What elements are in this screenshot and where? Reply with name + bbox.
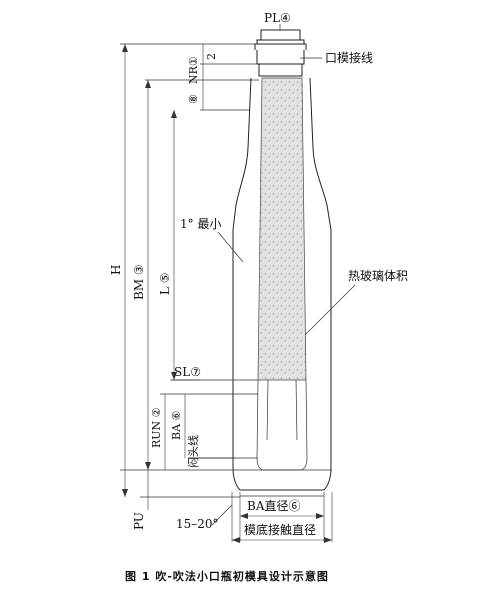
dim-8-label: ⑧: [187, 94, 200, 104]
hot-glass-label: 热玻璃体积: [348, 269, 408, 283]
head-line-label: 闷头线: [186, 435, 200, 468]
mold-seam-label: 口模接线: [325, 50, 373, 65]
angle-min-label: 1° 最小: [180, 217, 221, 231]
parison: [256, 77, 308, 471]
bottom-contact-label: 模底接触直径: [244, 522, 316, 537]
ba-left-label: BA ⑥: [170, 410, 183, 440]
figure-caption: 图 1 吹-吹法小口瓶初模具设计示意图: [125, 569, 329, 583]
bottom-diameter-dims: [231, 492, 333, 543]
sl-label: SL⑦: [174, 365, 201, 379]
h-label: H: [109, 265, 123, 275]
l-label: L ⑤: [158, 272, 172, 295]
dimension-lines: [122, 44, 204, 510]
dim-2-label: 2: [205, 53, 218, 60]
angle-range-label: 15–20°: [176, 517, 219, 531]
bm-label: BM ③: [132, 264, 146, 300]
bottle-outline: [232, 29, 332, 497]
leader-lines: [172, 24, 356, 526]
pu-label: PU: [132, 512, 146, 530]
run-label: RUN ②: [150, 407, 163, 448]
pl-label: PL④: [264, 11, 291, 25]
nr-label: NR①: [187, 56, 200, 84]
ba-diameter-label: BA直径⑥: [247, 499, 301, 513]
